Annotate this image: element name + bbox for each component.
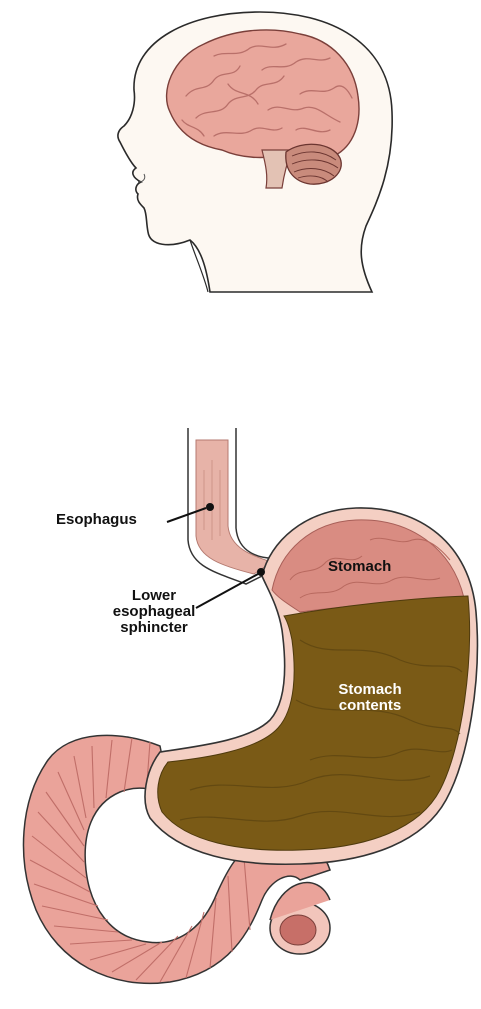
stomach-label: Stomach — [328, 559, 391, 575]
stomach — [145, 508, 477, 864]
sphincter-label-line-1: Lower — [94, 588, 214, 604]
lower-esophageal-sphincter-label: Lower esophageal sphincter — [94, 588, 214, 636]
esophagus-pointer-dot — [206, 503, 214, 511]
cerebrum — [167, 30, 359, 161]
esophagus-label: Esophagus — [56, 512, 137, 528]
head-illustration — [118, 12, 392, 292]
stomach-contents-line-1: Stomach — [320, 682, 420, 698]
esophagus-outer-right — [236, 428, 282, 558]
stomach-contents-line-2: contents — [320, 698, 420, 714]
intestine-opening-inner — [280, 915, 316, 945]
sphincter-label-line-2: esophageal — [94, 604, 214, 620]
sphincter-pointer-dot — [257, 568, 265, 576]
sphincter-label-line-3: sphincter — [94, 620, 214, 636]
stomach-contents-label: Stomach contents — [320, 682, 420, 714]
